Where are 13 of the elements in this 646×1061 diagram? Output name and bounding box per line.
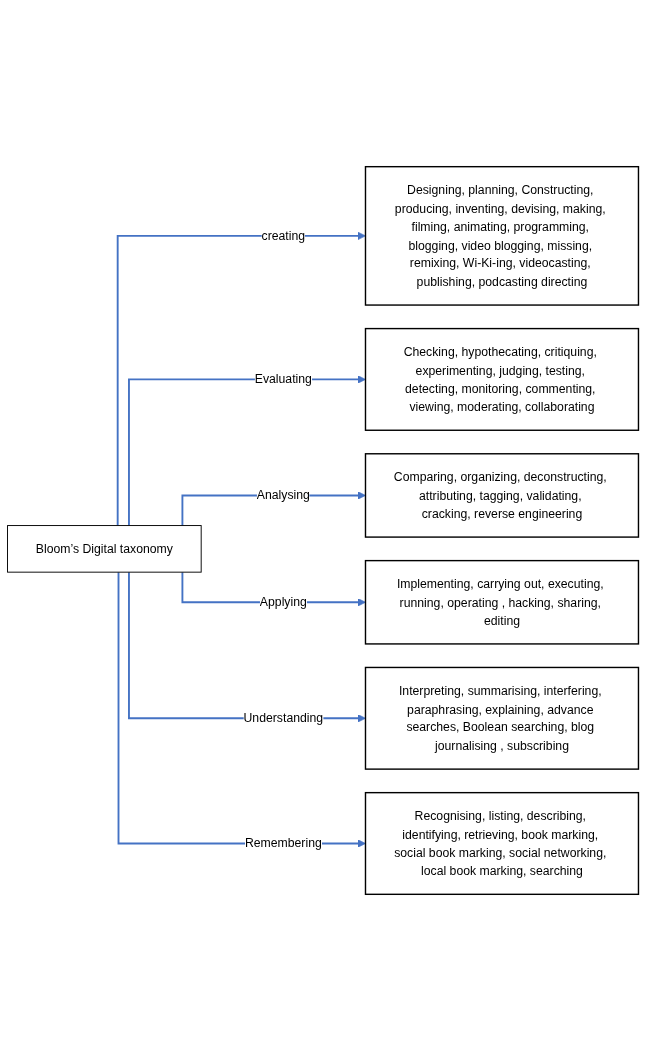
node-box: Checking, hypothecating, critiquing, experimenting, judging, testing, detecting, monitoring, commenting, viewing, moderating, collaborating (364, 327, 640, 431)
node-box: Designing, planning, Constructing, producing, inventing, devising, making, filming, animating, programming, blogging, video blogging, missing, remixing, Wi-Ki-ing, videocasting, publishing, podcasting directing (364, 166, 640, 306)
edge-label: Evaluating (254, 372, 312, 387)
node-box: Recognising, listing, describing, identifying, retrieving, book marking, social book marking, social networking, local book marking, searching (364, 791, 640, 895)
edge-label: Understanding (243, 711, 324, 726)
node-box: Comparing, organizing, deconstructing, attributing, tagging, validating, cracking, reverse engineering (364, 453, 640, 538)
node-box: Interpreting, summarising, interfering, paraphrasing, explaining, advance searches, Boolean searching, blog journalising , subscribing (364, 666, 640, 770)
node-box: Bloom’s Digital taxonomy (7, 525, 202, 573)
node-box: Implementing, carrying out, executing, running, operating , hacking, sharing, editing (364, 559, 640, 645)
edge-label: Analysing (256, 488, 310, 503)
edge-label: Remembering (244, 836, 322, 851)
edge-label: Applying (259, 594, 307, 610)
edge-label: creating (261, 228, 306, 243)
